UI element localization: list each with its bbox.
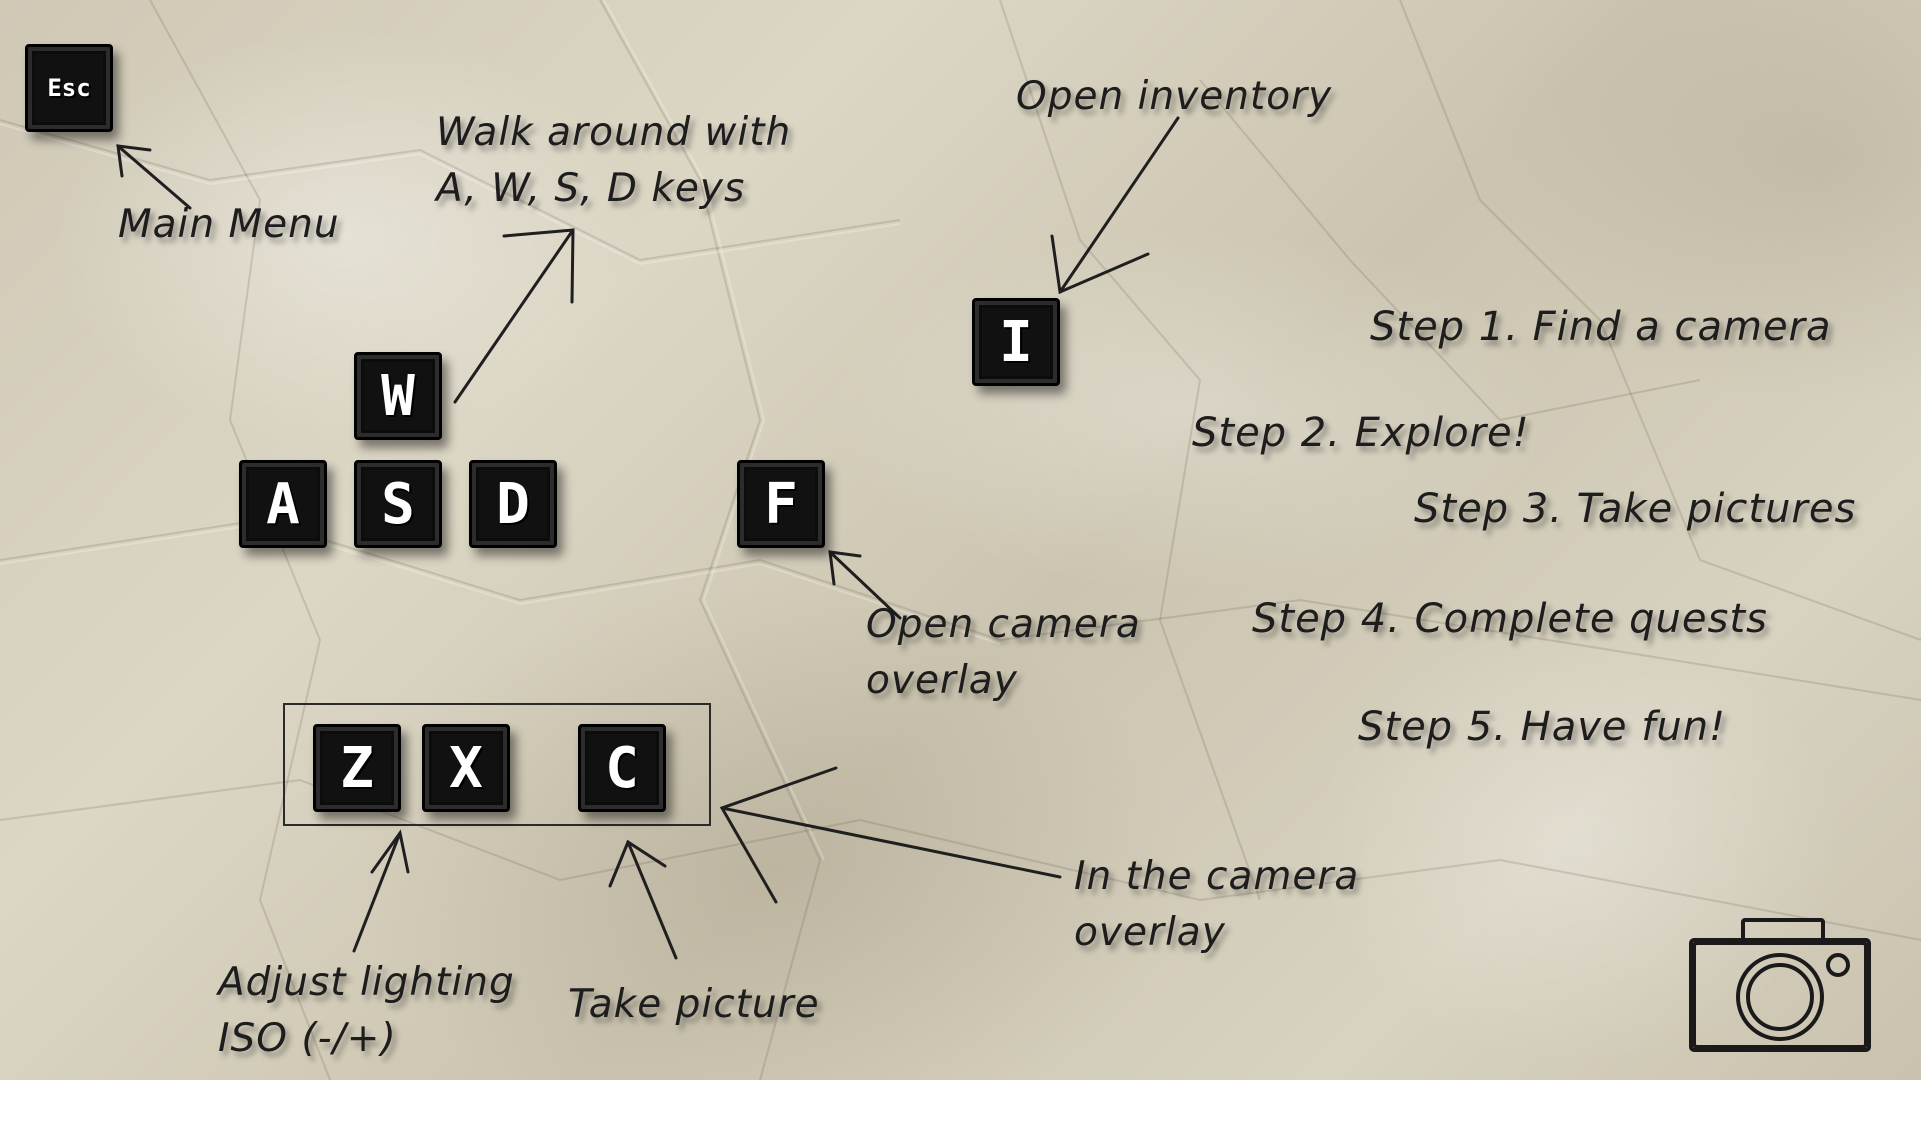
w-key: W: [354, 352, 442, 440]
in-camera-label-line1: In the camera: [1074, 854, 1360, 899]
i-key: I: [972, 298, 1060, 386]
step-3: Step 3. Take pictures: [1414, 486, 1857, 532]
f-key: F: [737, 460, 825, 548]
step-5: Step 5. Have fun!: [1358, 704, 1727, 750]
open-camera-label-line2: overlay: [866, 658, 1018, 703]
camera-icon: [1689, 918, 1871, 1052]
step-4: Step 4. Complete quests: [1252, 596, 1768, 642]
adjust-lighting-label-line1: Adjust lighting: [218, 960, 515, 1005]
walk-label-line1: Walk around with: [436, 110, 792, 155]
camera-overlay-keys-box: [283, 703, 711, 826]
in-camera-label-line2: overlay: [1074, 910, 1226, 955]
take-picture-label: Take picture: [568, 982, 820, 1027]
c-key: C: [578, 724, 666, 812]
a-key: A: [239, 460, 327, 548]
d-key: D: [469, 460, 557, 548]
x-key: X: [422, 724, 510, 812]
adjust-lighting-label-line2: ISO (-/+): [218, 1016, 397, 1061]
z-key: Z: [313, 724, 401, 812]
step-2: Step 2. Explore!: [1192, 410, 1530, 456]
main-menu-label: Main Menu: [118, 202, 340, 247]
step-1: Step 1. Find a camera: [1370, 304, 1832, 350]
esc-key: Esc: [25, 44, 113, 132]
open-camera-label-line1: Open camera: [866, 602, 1141, 647]
s-key: S: [354, 460, 442, 548]
controls-screen: Esc W A S D F I Z X C Main Menu Walk aro…: [0, 0, 1921, 1080]
open-inventory-label: Open inventory: [1016, 74, 1333, 119]
walk-label-line2: A, W, S, D keys: [436, 166, 746, 211]
